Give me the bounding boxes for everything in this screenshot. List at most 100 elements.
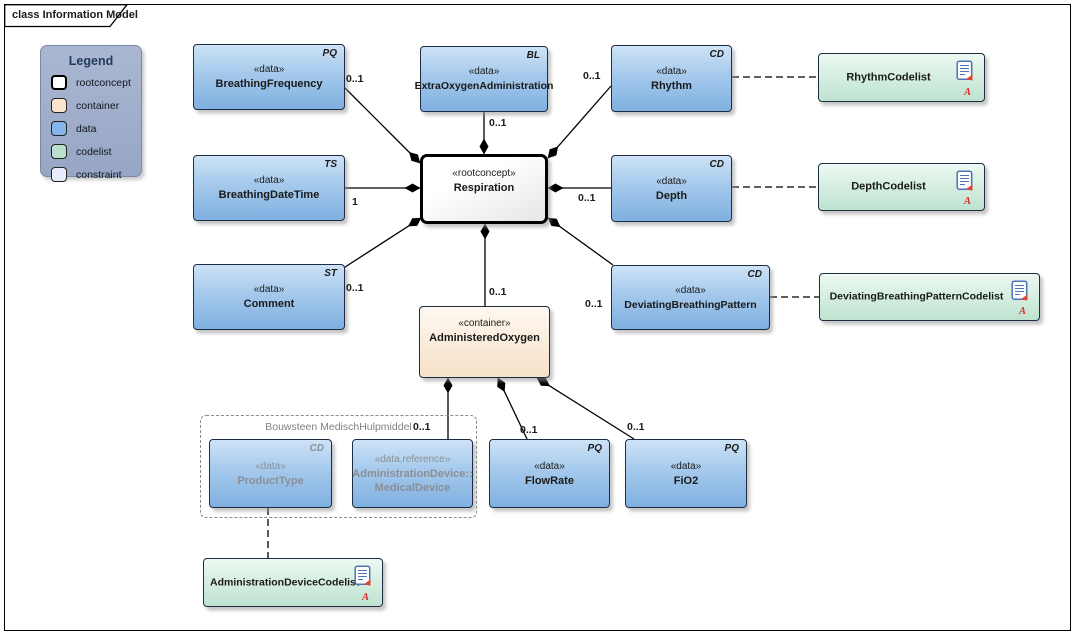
frame-tab: class Information Model bbox=[4, 4, 138, 27]
legend-label: rootconcept bbox=[76, 76, 131, 89]
type-tag: CD bbox=[747, 269, 762, 280]
node-product-type[interactable]: CD «data» ProductType bbox=[209, 439, 332, 508]
node-name: DeviatingBreathingPattern bbox=[624, 298, 757, 311]
boundary-bouwsteen-medischhulpmiddel[interactable]: Bouwsteen MedischHulpmiddel bbox=[200, 415, 477, 518]
node-name-line1: AdministrationDevice:: bbox=[352, 467, 473, 480]
node-name: RhythmCodelist bbox=[846, 70, 931, 83]
type-tag: PQ bbox=[322, 48, 337, 59]
rootconcept-swatch bbox=[51, 75, 67, 90]
stereotype: «data» bbox=[253, 284, 285, 295]
node-depth[interactable]: CD «data» Depth bbox=[611, 155, 732, 222]
multiplicity-rhythm: 0..1 bbox=[583, 70, 601, 82]
node-name: AdministeredOxygen bbox=[429, 332, 540, 344]
type-tag: BL bbox=[526, 50, 540, 61]
document-icon bbox=[956, 60, 975, 87]
legend-label: container bbox=[76, 99, 120, 112]
edge-fio2-administeredoxygen[interactable] bbox=[536, 377, 635, 440]
type-tag: CD bbox=[309, 443, 324, 454]
document-icon bbox=[354, 565, 373, 592]
node-name: DepthCodelist bbox=[851, 180, 926, 193]
multiplicity-breathingdatetime: 1 bbox=[352, 196, 358, 208]
multiplicity-medicaldevice: 0..1 bbox=[413, 421, 431, 433]
data-swatch bbox=[51, 121, 67, 136]
legend-item-codelist: codelist bbox=[51, 143, 141, 160]
type-tag: PQ bbox=[587, 443, 602, 454]
node-deviating-breathing-pattern[interactable]: CD «data» DeviatingBreathingPattern bbox=[611, 265, 770, 330]
node-name: Comment bbox=[243, 298, 295, 310]
node-breathing-frequency[interactable]: PQ «data» BreathingFrequency bbox=[193, 44, 345, 110]
node-name: ExtraOxygenAdministration bbox=[414, 80, 554, 92]
codelist-marker: A bbox=[963, 87, 971, 98]
type-tag: PQ bbox=[724, 443, 739, 454]
stereotype: «data» bbox=[253, 175, 285, 186]
multiplicity-depth: 0..1 bbox=[578, 192, 596, 204]
edge-flowrate-administeredoxygen[interactable] bbox=[497, 377, 528, 440]
multiplicity-deviatingpattern: 0..1 bbox=[585, 298, 603, 310]
codelist-swatch bbox=[51, 144, 67, 159]
node-name: FiO2 bbox=[673, 474, 699, 487]
stereotype: «data» bbox=[675, 284, 706, 296]
stereotype: «data» bbox=[656, 175, 687, 187]
legend-label: constraint bbox=[76, 168, 122, 181]
multiplicity-extraoxygen: 0..1 bbox=[489, 117, 507, 129]
stereotype: «data» bbox=[468, 66, 500, 77]
edge-breathingfrequency-respiration[interactable] bbox=[344, 87, 421, 164]
node-respiration[interactable]: «rootconcept» Respiration bbox=[420, 154, 548, 224]
node-flow-rate[interactable]: PQ «data» FlowRate bbox=[489, 439, 610, 508]
stereotype: «container» bbox=[458, 318, 511, 329]
type-tag: CD bbox=[709, 49, 724, 60]
node-fio2[interactable]: PQ «data» FiO2 bbox=[625, 439, 747, 508]
multiplicity-breathingfrequency: 0..1 bbox=[346, 73, 364, 85]
node-name: AdministrationDeviceCodelist bbox=[210, 575, 360, 588]
node-rhythm-codelist[interactable]: RhythmCodelist A bbox=[818, 53, 985, 102]
legend-item-rootconcept: rootconcept bbox=[51, 74, 141, 91]
node-rhythm[interactable]: CD «data» Rhythm bbox=[611, 45, 732, 112]
node-name: BreathingDateTime bbox=[218, 189, 320, 201]
legend-item-constraint: constraint bbox=[51, 166, 141, 183]
multiplicity-fio2: 0..1 bbox=[627, 421, 645, 433]
node-name: FlowRate bbox=[525, 474, 574, 487]
node-administered-oxygen[interactable]: «container» AdministeredOxygen bbox=[419, 306, 550, 378]
composition-edges bbox=[341, 85, 635, 440]
multiplicity-flowrate: 0..1 bbox=[520, 424, 538, 436]
stereotype: «data» bbox=[670, 460, 702, 472]
node-name: Depth bbox=[655, 189, 688, 202]
codelist-marker: A bbox=[963, 196, 971, 207]
node-name: BreathingFrequency bbox=[215, 78, 323, 90]
node-extra-oxygen-administration[interactable]: BL «data» ExtraOxygenAdministration bbox=[415, 46, 553, 112]
constraint-swatch bbox=[51, 167, 67, 182]
legend-title: Legend bbox=[68, 54, 114, 68]
boundary-label: Bouwsteen MedischHulpmiddel bbox=[265, 421, 412, 433]
type-tag: TS bbox=[324, 159, 337, 170]
edge-comment-respiration[interactable] bbox=[341, 217, 422, 270]
multiplicity-comment: 0..1 bbox=[346, 282, 364, 294]
stereotype: «data» bbox=[253, 64, 285, 75]
legend-label: data bbox=[76, 122, 97, 135]
node-administration-device-codelist[interactable]: AdministrationDeviceCodelist A bbox=[203, 558, 383, 607]
stereotype: «data» bbox=[255, 460, 286, 472]
node-name: DeviatingBreathingPatternCodelist bbox=[829, 290, 1004, 303]
node-depth-codelist[interactable]: DepthCodelist A bbox=[818, 163, 985, 211]
codelist-marker: A bbox=[1018, 306, 1026, 317]
document-icon bbox=[1011, 280, 1030, 307]
legend-label: codelist bbox=[76, 145, 112, 158]
node-comment[interactable]: ST «data» Comment bbox=[193, 264, 345, 330]
node-deviating-breathing-pattern-codelist[interactable]: DeviatingBreathingPatternCodelist A bbox=[819, 273, 1040, 321]
type-tag: ST bbox=[324, 268, 337, 279]
edge-rhythm-respiration[interactable] bbox=[547, 85, 612, 159]
legend-item-data: data bbox=[51, 120, 141, 137]
legend: Legend rootconcept container data codeli… bbox=[40, 45, 142, 182]
codelist-dependency-edges bbox=[267, 76, 819, 558]
node-name: Respiration bbox=[453, 182, 515, 194]
stereotype: «data» bbox=[656, 65, 687, 77]
type-tag: CD bbox=[709, 159, 724, 170]
multiplicity-administeredoxygen: 0..1 bbox=[489, 286, 507, 298]
stereotype: «data» bbox=[534, 460, 565, 472]
node-breathing-datetime[interactable]: TS «data» BreathingDateTime bbox=[193, 155, 345, 221]
edge-deviatingpattern-respiration[interactable] bbox=[547, 217, 614, 266]
frame-tab-label: class Information Model bbox=[12, 9, 138, 21]
node-medical-device[interactable]: «data,reference» AdministrationDevice:: … bbox=[352, 439, 473, 508]
legend-item-container: container bbox=[51, 97, 141, 114]
